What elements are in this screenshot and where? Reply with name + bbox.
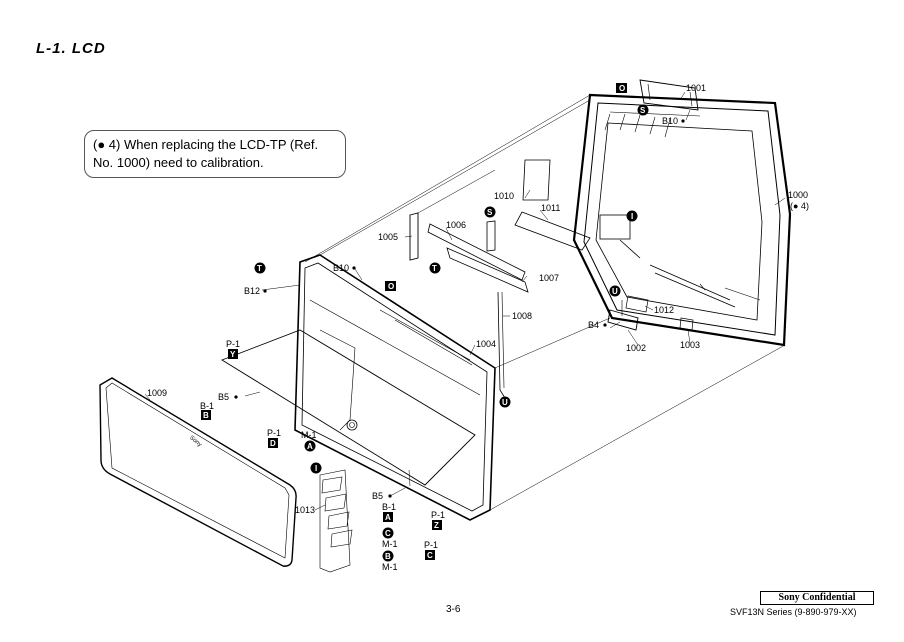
cable-1007 <box>446 247 529 293</box>
label-1000: 1000 <box>788 190 808 200</box>
svg-text:P-1: P-1 <box>267 428 281 438</box>
svg-text:M-1: M-1 <box>382 539 398 549</box>
svg-text:O: O <box>619 84 625 93</box>
ref-box-o-top: O <box>616 83 627 93</box>
label-1006: 1006 <box>446 220 466 230</box>
label-1012: 1012 <box>654 305 674 315</box>
svg-text:I: I <box>631 212 633 221</box>
screw-dot-b10-mid <box>352 266 356 270</box>
svg-text:B-1: B-1 <box>200 401 214 411</box>
sheet-1003 <box>679 317 694 331</box>
page-title: L-1. LCD <box>36 40 106 57</box>
svg-text:C: C <box>427 551 433 560</box>
label-1008: 1008 <box>512 311 532 321</box>
label-1010: 1010 <box>494 191 514 201</box>
svg-text:O: O <box>388 282 394 291</box>
svg-text:Z: Z <box>434 521 439 530</box>
svg-text:C: C <box>385 529 391 538</box>
marker-a: M-1 A <box>301 430 317 452</box>
note-line-1: (● 4) When replacing the LCD-TP (Ref. <box>93 137 319 152</box>
bracket-1001 <box>639 79 699 111</box>
series-label: SVF13N Series (9-890-979-XX) <box>730 607 857 617</box>
label-1003: 1003 <box>680 340 700 350</box>
screw-b10-mid: B10 <box>333 263 349 273</box>
screw-b10-top: B10 <box>662 116 678 126</box>
tape-1011 <box>514 211 591 251</box>
svg-text:M-1: M-1 <box>382 562 398 572</box>
screw-dot-b10-top <box>681 119 685 123</box>
ref-box-y: P-1 Y <box>226 339 240 359</box>
label-1009: 1009 <box>147 388 167 398</box>
calibration-note: (● 4) When replacing the LCD-TP (Ref. No… <box>84 130 346 178</box>
front-bezel-1009 <box>99 377 297 567</box>
svg-text:U: U <box>612 287 618 296</box>
ref-box-a: B-1 A <box>382 502 396 522</box>
screw-b12: B12 <box>244 286 260 296</box>
svg-text:T: T <box>257 264 262 273</box>
ref-box-b: B-1 B <box>200 401 214 420</box>
screw-dot-b5-left <box>234 395 238 399</box>
label-1007: 1007 <box>539 273 559 283</box>
marker-c: C M-1 <box>382 527 398 549</box>
marker-i-panel: I <box>626 210 638 222</box>
label-1001: 1001 <box>686 83 706 93</box>
marker-t-left: T <box>254 262 266 274</box>
svg-text:P-1: P-1 <box>431 510 445 520</box>
film-1010 <box>522 159 551 201</box>
leader-lines <box>144 91 786 511</box>
label-1005: 1005 <box>378 232 398 242</box>
screw-dot-b5-right <box>388 494 392 498</box>
label-1004: 1004 <box>476 339 496 349</box>
svg-text:P-1: P-1 <box>424 540 438 550</box>
label-1002: 1002 <box>626 343 646 353</box>
svg-text:S: S <box>487 208 493 217</box>
screw-b4: B4 <box>588 320 599 330</box>
assembly-lines <box>304 94 786 511</box>
svg-text:U: U <box>502 398 508 407</box>
svg-text:S: S <box>640 106 646 115</box>
hinge-1002 <box>607 300 639 331</box>
marker-t-right: T <box>429 262 441 274</box>
cable-1008 <box>497 291 506 399</box>
ref-box-c: P-1 C <box>424 540 438 560</box>
marker-u-cable: U <box>499 396 511 408</box>
svg-text:B: B <box>385 552 391 561</box>
marker-i-lower: I <box>310 462 322 474</box>
svg-text:T: T <box>432 264 437 273</box>
label-1013: 1013 <box>295 505 315 515</box>
svg-text:B-1: B-1 <box>382 502 396 512</box>
screw-b5-left: B5 <box>218 392 229 402</box>
cushions-1013 <box>319 469 353 573</box>
svg-text:A: A <box>307 442 313 451</box>
svg-text:B: B <box>203 411 209 420</box>
screw-dot-b4 <box>603 323 607 327</box>
svg-text:P-1: P-1 <box>226 339 240 349</box>
marker-s-mid: S <box>484 206 496 218</box>
svg-text:D: D <box>270 439 276 448</box>
svg-text:A: A <box>385 513 391 522</box>
label-1000-note: (● 4) <box>790 201 809 211</box>
note-line-2: No. 1000) need to calibration. <box>93 155 264 170</box>
board-1005-1006 <box>409 212 526 281</box>
marker-b: B M-1 <box>382 550 398 572</box>
marker-s-top: S <box>637 104 649 116</box>
ref-box-o-mid: O <box>385 281 396 291</box>
marker-u-hinge: U <box>609 285 621 297</box>
lcd-glass-sheet <box>220 329 476 486</box>
lcd-touch-panel-1000 <box>572 93 792 347</box>
tape-1012 <box>625 295 649 313</box>
ref-box-d: P-1 D <box>267 428 281 448</box>
svg-text:M-1: M-1 <box>301 430 317 440</box>
ref-box-z: P-1 Z <box>431 510 445 530</box>
confidential-badge: Sony Confidential <box>760 591 874 605</box>
svg-text:Y: Y <box>230 350 236 359</box>
svg-text:I: I <box>315 464 317 473</box>
label-1011: 1011 <box>541 203 560 213</box>
screw-b5-right: B5 <box>372 491 383 501</box>
page-number: 3-6 <box>446 604 461 615</box>
screw-dot-b12 <box>263 289 267 293</box>
